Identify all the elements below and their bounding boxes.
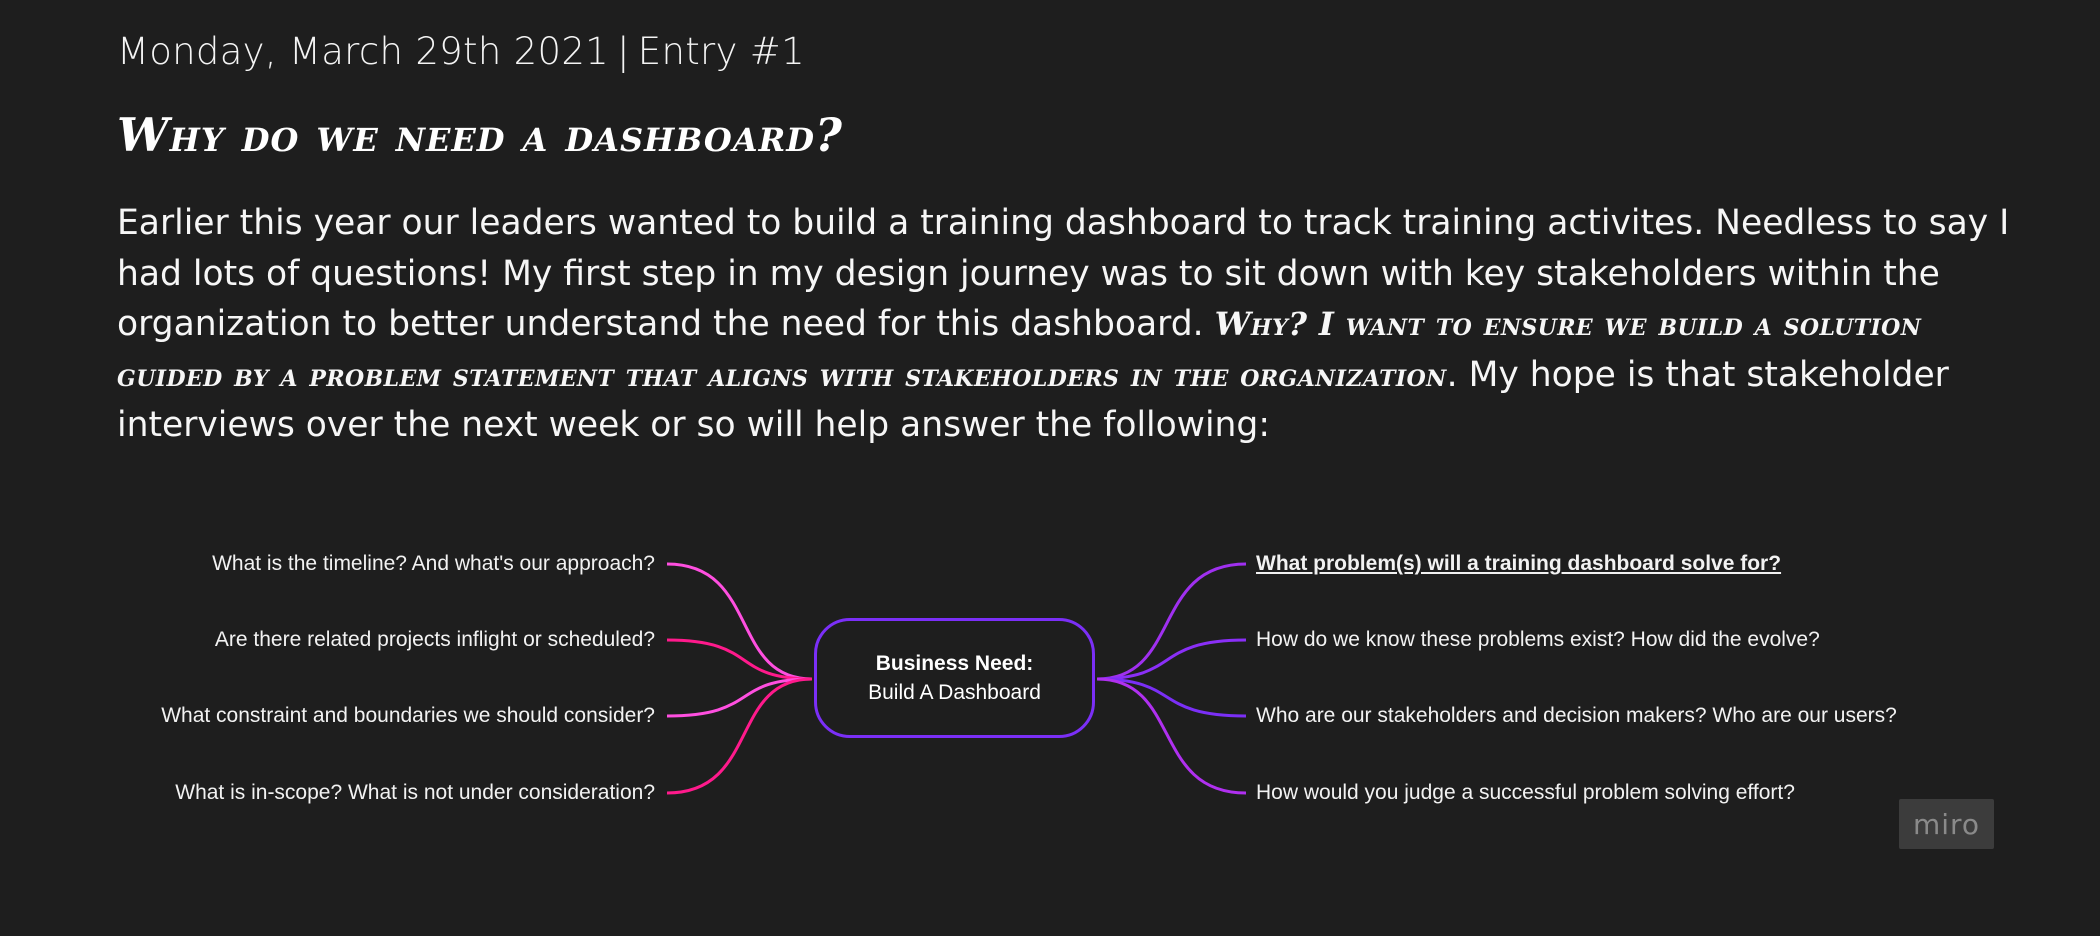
intro-text-part1: Earlier this year our leaders wanted to … bbox=[117, 203, 2010, 344]
left-connector-line bbox=[666, 677, 813, 718]
right-branch-label: Who are our stakeholders and decision ma… bbox=[1256, 704, 1897, 727]
center-node-subtitle: Build A Dashboard bbox=[868, 681, 1041, 704]
mindmap-center-node: Business Need: Build A Dashboard bbox=[814, 618, 1095, 738]
right-connector-line bbox=[1096, 562, 1247, 681]
right-connector-line bbox=[1096, 677, 1247, 795]
intro-paragraph: Earlier this year our leaders wanted to … bbox=[117, 198, 2017, 451]
intro-text-part2: . My hope is that stakeholder interviews… bbox=[117, 354, 1949, 446]
left-connector-line bbox=[666, 638, 813, 681]
entry-number: Entry #1 bbox=[637, 30, 805, 73]
left-branch-label: Are there related projects inflight or s… bbox=[214, 628, 655, 651]
intro-emphasis: Why? I want to ensure we build a solutio… bbox=[117, 305, 1922, 394]
page-heading: Why do we need a dashboard? bbox=[117, 108, 843, 162]
entry-date: Monday, March 29th 2021 bbox=[117, 30, 610, 73]
miro-logo-badge[interactable]: miro bbox=[1899, 799, 1994, 849]
left-connector-line bbox=[666, 562, 813, 681]
left-branch-label: What is in-scope? What is not under cons… bbox=[175, 781, 655, 804]
right-branch-label: How would you judge a successful problem… bbox=[1256, 781, 1795, 804]
left-branch-label: What constraint and boundaries we should… bbox=[161, 704, 655, 727]
right-branch-label: What problem(s) will a training dashboar… bbox=[1256, 552, 1782, 575]
entry-date-line: Monday, March 29th 2021|Entry #1 bbox=[117, 30, 805, 73]
left-connector-line bbox=[666, 677, 813, 795]
right-connector-line bbox=[1096, 638, 1247, 681]
right-connector-line bbox=[1096, 677, 1247, 718]
right-branch-label: How do we know these problems exist? How… bbox=[1256, 628, 1820, 651]
center-node-title: Business Need: bbox=[875, 652, 1034, 675]
left-branch-label: What is the timeline? And what's our app… bbox=[212, 552, 655, 575]
entry-separator: | bbox=[617, 30, 630, 73]
